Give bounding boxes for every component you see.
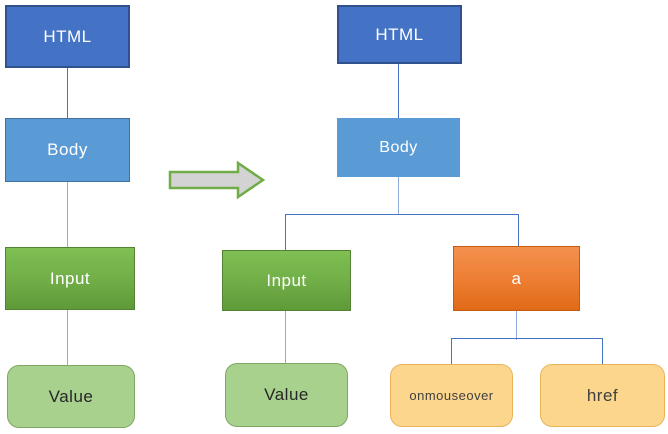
connector-right-attr-bus-horizontal bbox=[451, 338, 603, 339]
right-node-input-label: Input bbox=[266, 270, 307, 290]
left-node-value[interactable]: Value bbox=[7, 365, 135, 428]
right-node-anchor[interactable]: a bbox=[453, 246, 580, 311]
connector-right-input-to-value bbox=[285, 310, 286, 366]
right-node-body[interactable]: Body bbox=[337, 118, 460, 177]
right-node-href-label: href bbox=[586, 385, 619, 405]
right-node-value[interactable]: Value bbox=[225, 363, 348, 427]
right-node-input[interactable]: Input bbox=[222, 250, 351, 311]
left-node-input-label: Input bbox=[49, 268, 91, 288]
connector-left-input-to-value bbox=[67, 306, 68, 368]
connector-right-anchor-to-bus bbox=[516, 310, 517, 340]
left-node-html-label: HTML bbox=[43, 26, 92, 46]
left-node-html[interactable]: HTML bbox=[5, 5, 130, 68]
arrow-right-icon bbox=[168, 160, 266, 200]
right-node-body-label: Body bbox=[379, 138, 418, 156]
connector-right-body-to-bus bbox=[398, 177, 399, 215]
left-node-value-label: Value bbox=[48, 386, 94, 406]
connector-left-html-to-body bbox=[67, 63, 68, 123]
connector-right-bus-to-href bbox=[602, 338, 603, 366]
right-node-html[interactable]: HTML bbox=[337, 5, 462, 64]
right-node-onmouseover[interactable]: onmouseover bbox=[390, 364, 513, 427]
left-node-body[interactable]: Body bbox=[5, 118, 130, 182]
transform-arrow bbox=[168, 160, 266, 200]
connector-left-body-to-input bbox=[67, 180, 68, 252]
left-node-body-label: Body bbox=[47, 140, 88, 159]
connector-right-bus-horizontal bbox=[285, 214, 519, 215]
connector-right-bus-to-input bbox=[285, 214, 286, 252]
right-node-href[interactable]: href bbox=[540, 364, 665, 427]
connector-right-bus-to-onmouseover bbox=[451, 338, 452, 366]
left-node-input[interactable]: Input bbox=[5, 247, 135, 310]
right-node-anchor-label: a bbox=[511, 268, 522, 288]
connector-right-html-to-body bbox=[398, 63, 399, 119]
connector-right-bus-to-anchor bbox=[518, 214, 519, 248]
right-node-value-label: Value bbox=[264, 385, 309, 404]
right-node-onmouseover-label: onmouseover bbox=[409, 388, 494, 403]
right-node-html-label: HTML bbox=[375, 24, 424, 44]
